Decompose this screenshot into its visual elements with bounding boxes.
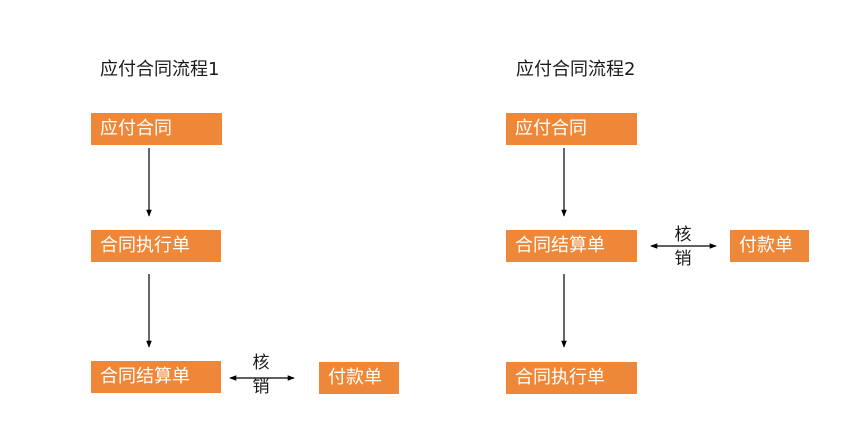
p2-node-payable-contract: 应付合同 [506, 113, 637, 145]
p1-node-payment-order: 付款单 [319, 362, 399, 394]
p2-node-settlement-order: 合同结算单 [506, 230, 637, 262]
p2-node-execution-order: 合同执行单 [506, 362, 637, 394]
p1-node-settlement-order: 合同结算单 [91, 361, 221, 393]
p1-reconcile-label-top: 核 [252, 353, 270, 373]
p1-node-payable-contract: 应付合同 [91, 113, 222, 145]
p2-title: 应付合同流程2 [516, 59, 636, 80]
p2-reconcile-label-top: 核 [674, 225, 692, 245]
p1-node-execution-order: 合同执行单 [91, 230, 221, 262]
p1-title: 应付合同流程1 [100, 59, 220, 80]
p1-reconcile-label-bottom: 销 [252, 377, 270, 397]
p2-node-payment-order: 付款单 [730, 230, 809, 262]
p2-reconcile-label-bottom: 销 [674, 249, 692, 269]
